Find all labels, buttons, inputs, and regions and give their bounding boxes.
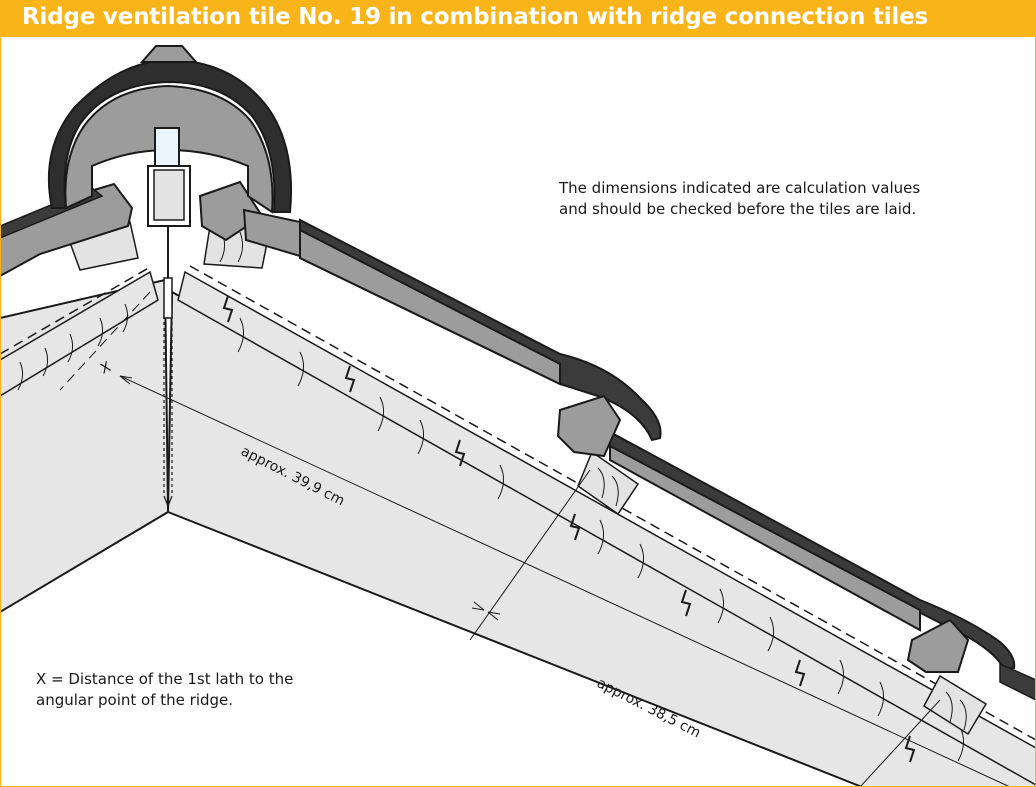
ridge-bracket-foot: [163, 277, 173, 319]
ridge-ventilation-tile: [47, 58, 293, 213]
batten-wood-grain: [17, 303, 964, 762]
batten-joints: [222, 295, 916, 763]
counter-batten-right: [177, 270, 1036, 786]
ridge-connection-tile-bottom: [999, 662, 1036, 701]
ridge-cross-section-drawing: X approx. 39,9 cm approx. 38,5 cm: [0, 45, 1036, 787]
page-title: Ridge ventilation tile No. 19 in combina…: [22, 4, 928, 30]
calculation-note: The dimensions indicated are calculation…: [559, 178, 920, 220]
distance-note-line-1: X = Distance of the 1st lath to the: [36, 670, 294, 688]
calculation-note-line-2: and should be checked before the tiles a…: [559, 200, 917, 218]
dimension-lines: [59, 291, 1011, 787]
left-roof-tile: [0, 182, 134, 278]
counter-batten-left: [0, 270, 159, 397]
ridge-tile-top-fin: [139, 45, 199, 63]
title-bar: Ridge ventilation tile No. 19 in combina…: [0, 0, 1036, 36]
distance-note: X = Distance of the 1st lath to the angu…: [36, 669, 293, 711]
lath-wood-grain: [219, 231, 967, 731]
tile-underside-shapes: [198, 180, 970, 673]
ridge-batten: [153, 169, 185, 221]
ridge-screw-tip: [163, 495, 173, 508]
ridge-batten-top: [154, 127, 180, 167]
distance-note-line-2: angular point of the ridge.: [36, 691, 234, 709]
calculation-note-line-1: The dimensions indicated are calculation…: [559, 179, 921, 197]
